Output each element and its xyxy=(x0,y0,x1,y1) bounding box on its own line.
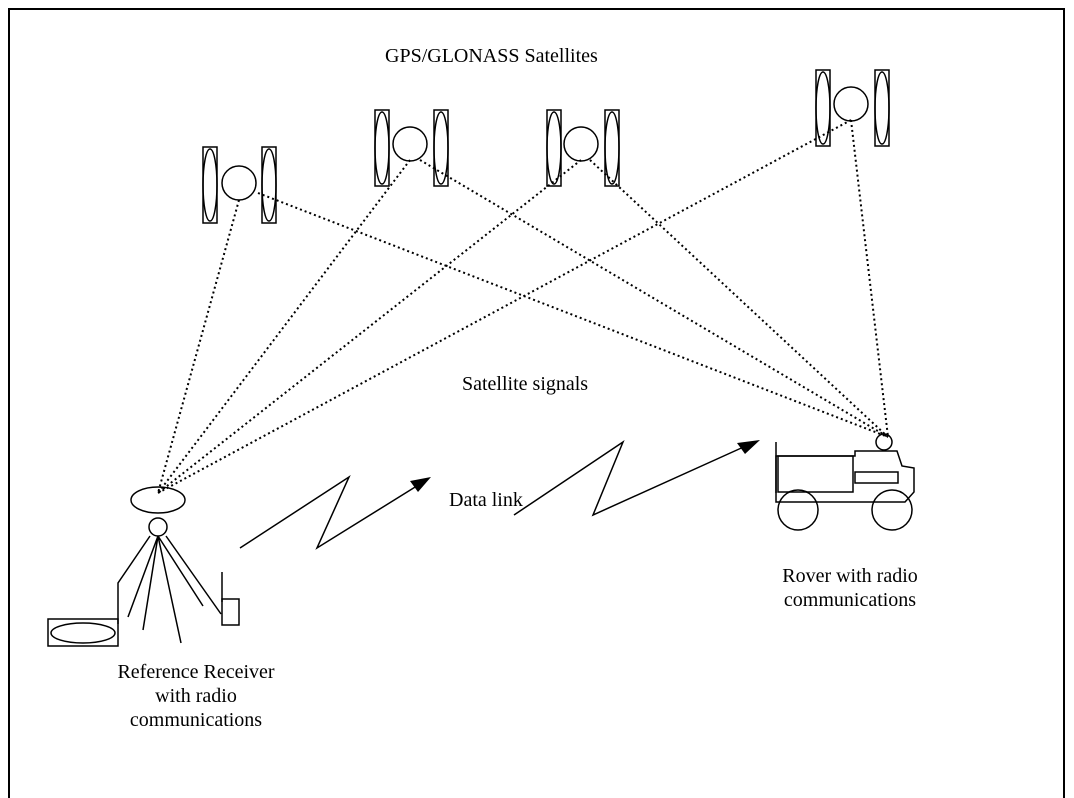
data-link-arrowhead xyxy=(410,477,431,492)
satellite-icon xyxy=(815,69,890,147)
diagram-frame xyxy=(8,8,1065,798)
rover-label-line: Rover with radio xyxy=(782,565,918,587)
satellite-icon xyxy=(374,109,449,187)
radio-icon xyxy=(221,572,240,626)
reference-label-line: communications xyxy=(129,709,263,731)
rover-label: Rover with radio communications xyxy=(755,564,945,612)
satellite-signals-label: Satellite signals xyxy=(462,373,589,395)
data-link-label: Data link xyxy=(449,489,523,511)
satellite-signal-lines xyxy=(157,119,889,494)
rover-vehicle-icon xyxy=(775,433,915,531)
satellite-icon xyxy=(546,109,620,187)
rover-label-line: communications xyxy=(783,589,917,611)
reference-label-line: Reference Receiver xyxy=(117,661,275,683)
data-link-arrowhead xyxy=(737,440,760,454)
tripod-receiver-icon xyxy=(47,486,222,647)
radio-zigzag-icon xyxy=(239,440,749,550)
reference-label-line: with radio xyxy=(155,685,237,707)
diagram-title: GPS/GLONASS Satellites xyxy=(385,45,598,67)
satellite-icon xyxy=(202,146,277,224)
reference-label: Reference Receiver with radio communicat… xyxy=(96,660,296,732)
